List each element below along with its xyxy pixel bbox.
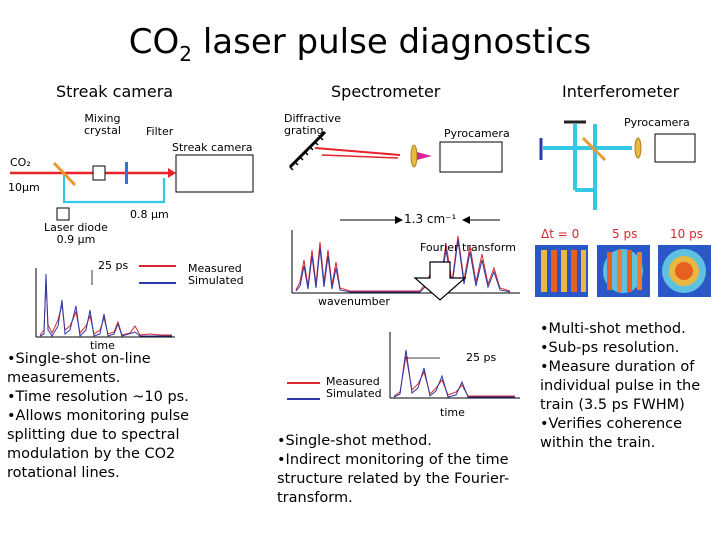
laser-diode-label: Laser diode 0.9 μm [44,221,108,246]
spectrometer-25ps-label: 25 ps [466,351,497,364]
spectrometer-header: Spectrometer [331,82,441,101]
spectrometer-bullet-1: •Single-shot method. [277,433,432,449]
focus-spot [417,152,432,160]
streak-bullet-3: •Allows monitoring pulse splitting due t… [7,408,190,481]
spectrometer-legend-label: Measured Simulated [326,375,382,400]
streak-camera-label: Streak camera [172,141,253,154]
dt10-label: 10 ps [670,227,703,241]
streak-25ps-label: 25 ps [98,259,129,272]
spectrometer-pyrocamera-box [439,141,503,173]
beam-arrowhead [168,168,176,178]
page-title: CO2 laser pulse diagnostics [128,22,592,66]
interferometer-bullet-3: •Measure duration of individual pulse in… [540,359,701,413]
wavenumber-label: wavenumber [318,295,390,308]
interferometer-bullet-1: •Multi-shot method. [540,321,686,337]
co2-label: CO₂ [10,156,31,169]
resolution-label: 1.3 cm⁻¹ [404,212,457,226]
streak-legend-label: Measured Simulated [188,262,244,287]
interferogram-dt10 [658,245,711,297]
dt0-label: Δt = 0 [541,227,580,241]
filter-label: Filter [146,125,174,138]
spectrometer-bullets: •Single-shot method. •Indirect monitorin… [277,432,522,508]
streak-bullets: •Single-shot on-line measurements. •Time… [7,350,222,483]
resolution-arrowhead-2 [462,216,470,224]
diode-beam [62,173,166,204]
streak-simulated-trace [39,273,172,338]
interferometer-header: Interferometer [562,82,680,101]
wavelength-08-label: 0.8 μm [130,208,169,221]
dt5-label: 5 ps [612,227,638,241]
wavelength-10-label: 10μm [8,181,40,194]
fourier-transform-label: Fourier transform [420,241,516,254]
spectrometer-time-label: time [440,406,465,419]
mixing-crystal-label: Mixing crystal [84,112,121,137]
spectrometer-pyrocamera-label: Pyrocamera [444,127,510,140]
interferometer-bullets: •Multi-shot method. •Sub-ps resolution. … [540,320,716,453]
interferometer-bullet-2: •Sub-ps resolution. [540,340,680,356]
streak-camera-box [175,154,254,193]
streak-bullet-1: •Single-shot on-line measurements. [7,351,151,386]
interferometer-bullet-4: •Verifies coherence within the train. [540,416,683,451]
mirror-1 [52,161,77,187]
grating-label: Diffractive grating [284,112,342,137]
interferogram-dt0 [535,245,588,297]
time-measured-trace [393,355,515,397]
streak-bullet-2: •Time resolution ~10 ps. [7,389,189,405]
interferometer-pyrocamera-label: Pyrocamera [624,116,690,129]
spectrometer-beam-2 [321,154,399,159]
diffraction-grating [288,130,327,171]
spectrometer-lens [410,144,418,168]
spectrometer-bullet-2: •Indirect monitoring of the time structu… [277,452,510,506]
resolution-arrowhead [395,216,403,224]
interferometer-setup [539,120,696,210]
laser-diode-box [56,207,70,221]
time-simulated-trace [393,349,515,398]
fourier-transform-arrow [413,261,467,301]
spectrum-simulated-trace [295,239,511,293]
spectrometer-beam [314,147,401,156]
streak-camera-header: Streak camera [56,82,174,101]
interferogram-dt5 [597,245,650,297]
mixing-crystal [92,165,106,181]
filter [125,162,128,184]
streak-time-label: time [90,339,115,352]
